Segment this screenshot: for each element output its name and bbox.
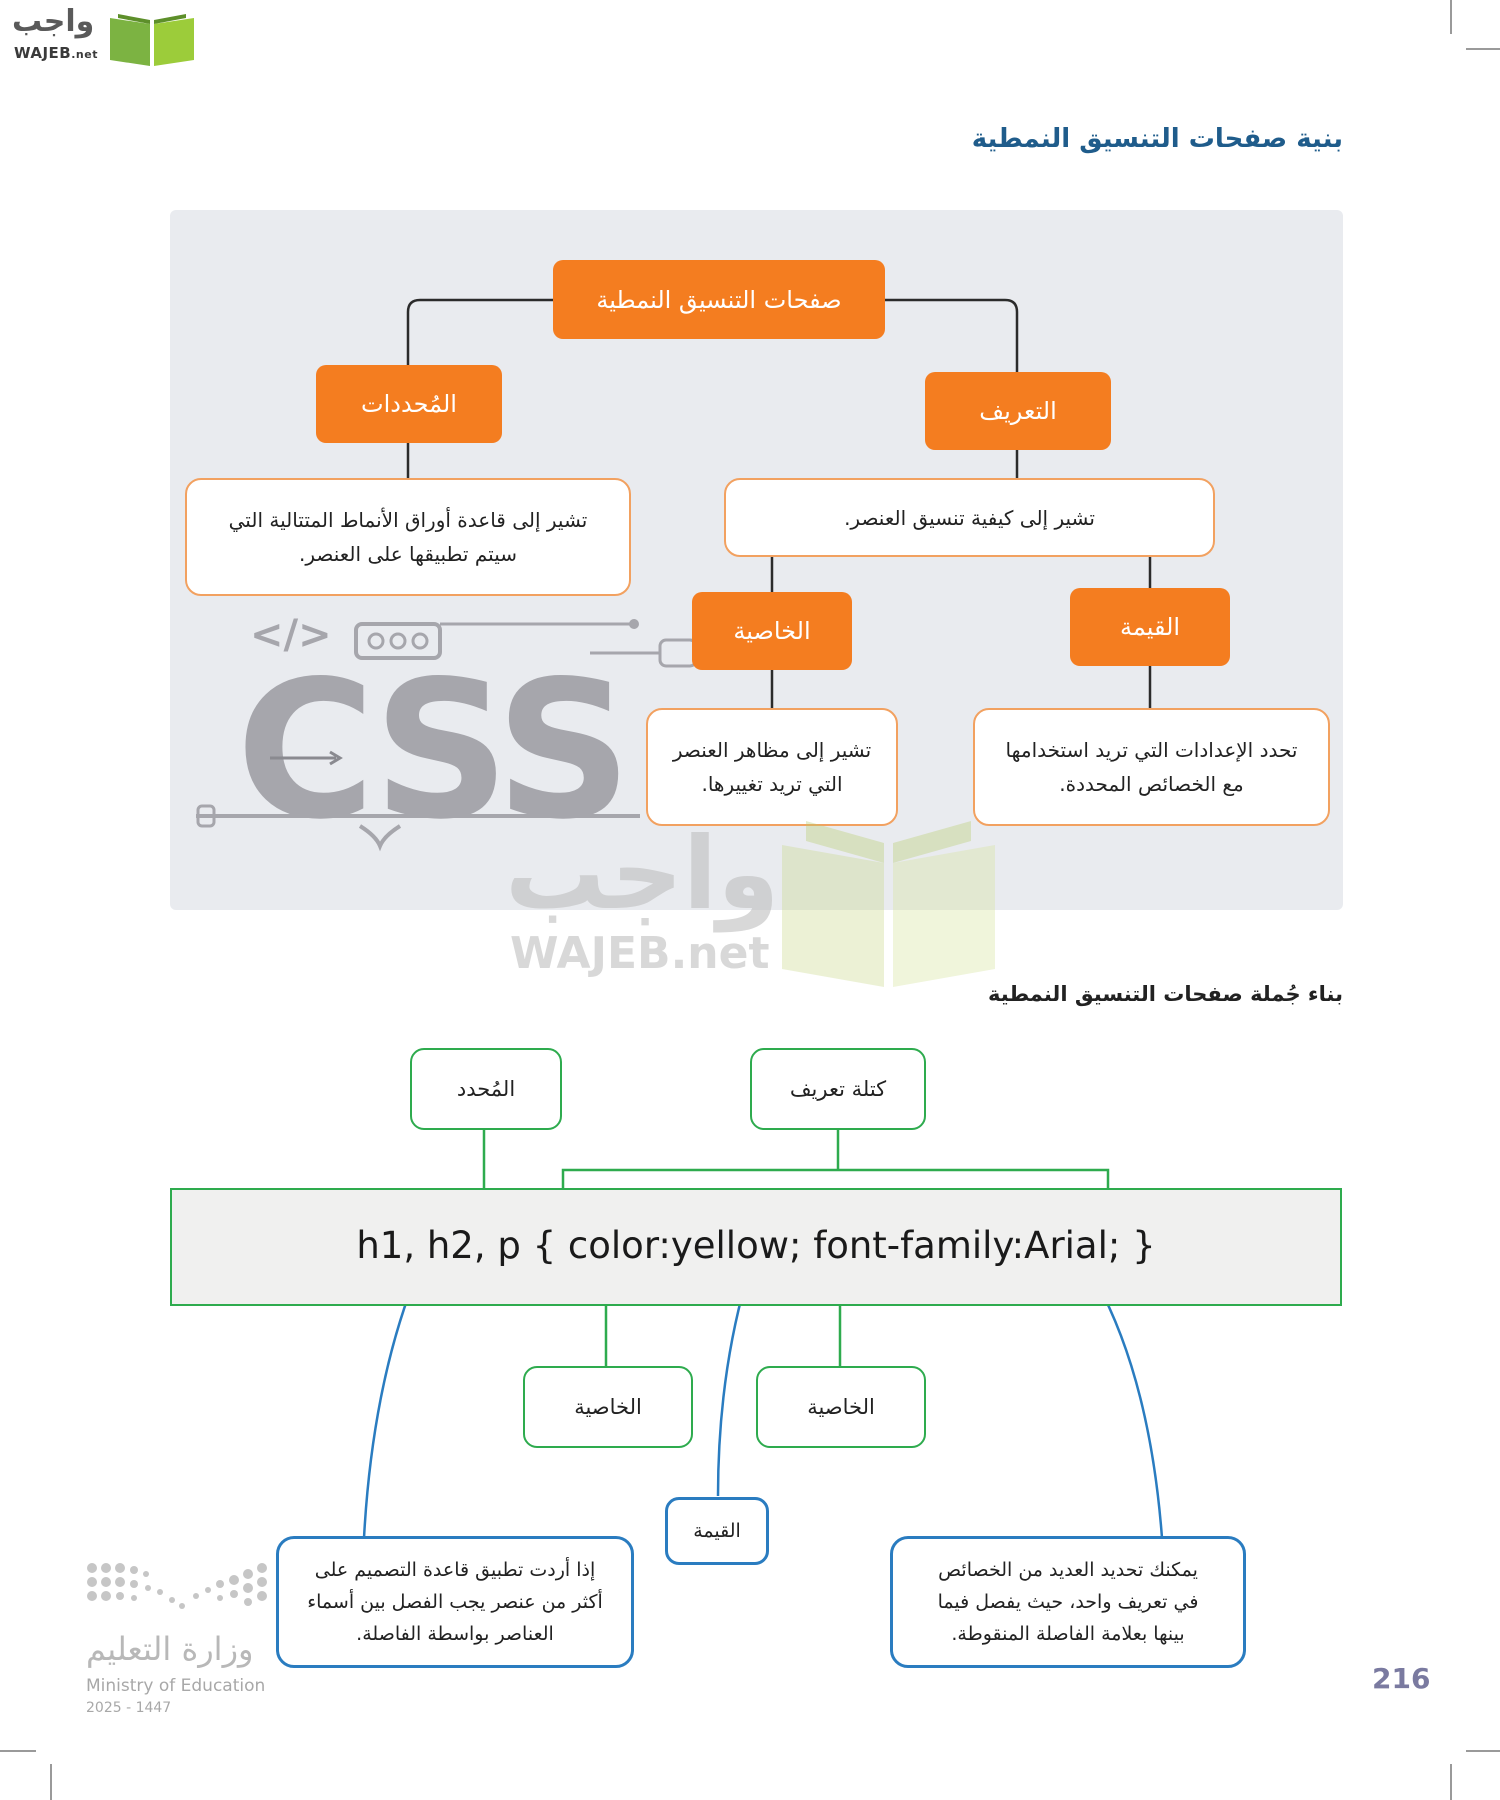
property-label: الخاصية xyxy=(574,1395,642,1419)
value-node-label: القيمة xyxy=(1119,613,1181,641)
property-node: الخاصية xyxy=(692,592,852,670)
selectors-description: تشير إلى قاعدة أوراق الأنماط المتتالية ا… xyxy=(185,478,631,596)
crop-mark xyxy=(0,1750,36,1752)
css-code-example: h1, h2, p { color:yellow; font-family:Ar… xyxy=(356,1224,1156,1267)
section-title: بنية صفحات التنسيق النمطية xyxy=(971,124,1343,154)
declaration-block-label: كتلة تعريف xyxy=(789,1077,887,1101)
ministry-english-name: Ministry of Education xyxy=(86,1676,266,1696)
selectors-desc-line: تشير إلى قاعدة أوراق الأنماط المتتالية ا… xyxy=(228,508,588,532)
definition-node-label: التعريف xyxy=(979,397,1057,425)
value-desc-line: مع الخصائص المحددة. xyxy=(1059,772,1244,796)
selectors-desc-line: سيتم تطبيقها على العنصر. xyxy=(299,542,517,566)
definition-description: تشير إلى كيفية تنسيق العنصر. xyxy=(724,478,1215,557)
selectors-node-label: المُحددات xyxy=(361,390,457,418)
semicolon-note-line: يمكنك تحديد العديد من الخصائص xyxy=(938,1559,1198,1581)
value-desc-line: تحدد الإعدادات التي تريد استخدامها xyxy=(1005,738,1298,762)
syntax-title: بناء جُملة صفحات التنسيق النمطية xyxy=(988,982,1343,1006)
property-node-label: الخاصية xyxy=(733,617,811,645)
selector-label-box: المُحدد xyxy=(410,1048,562,1130)
selector-label: المُحدد xyxy=(456,1077,516,1101)
ministry-year: 2025 - 1447 xyxy=(86,1700,172,1716)
crop-mark xyxy=(50,1764,52,1800)
property-label: الخاصية xyxy=(807,1395,875,1419)
definition-node: التعريف xyxy=(925,372,1111,450)
semicolon-note-line: في تعريف واحد، حيث يفصل فيما xyxy=(937,1591,1199,1613)
value-node: القيمة xyxy=(1070,588,1230,666)
crop-mark xyxy=(1466,1750,1500,1752)
watermark-book-icon xyxy=(782,821,995,987)
value-description: تحدد الإعدادات التي تريد استخدامها مع الخ… xyxy=(973,708,1330,826)
crop-mark xyxy=(1450,0,1452,34)
property-desc-line: تشير إلى مظاهر العنصر xyxy=(672,738,872,762)
brand-logo[interactable]: واجب WAJEB.net xyxy=(10,4,200,68)
property-label-box: الخاصية xyxy=(756,1366,926,1448)
ministry-dots-icon xyxy=(87,1563,267,1609)
value-label-box: القيمة xyxy=(665,1497,769,1565)
book-icon xyxy=(110,14,194,66)
semicolon-note-line: بينها بعلامة الفاصلة المنقوطة. xyxy=(951,1623,1185,1645)
page-number: 216 xyxy=(1372,1662,1431,1695)
brand-latin: WAJEB.net xyxy=(14,44,98,62)
property-desc-line: التي تريد تغييرها. xyxy=(701,772,843,796)
css-art-text: CSS xyxy=(236,640,632,861)
watermark-latin: WAJEB.net xyxy=(510,928,770,979)
declaration-block-label-box: كتلة تعريف xyxy=(750,1048,926,1130)
code-box xyxy=(170,1188,1342,1306)
comma-note-line: إذا أردت تطبيق قاعدة التصميم على xyxy=(314,1559,596,1581)
root-node-label: صفحات التنسيق النمطية xyxy=(596,285,842,314)
crop-mark xyxy=(1450,1764,1452,1800)
definition-desc-text: تشير إلى كيفية تنسيق العنصر. xyxy=(844,505,1095,530)
property-label-box: الخاصية xyxy=(523,1366,693,1448)
crop-mark xyxy=(1466,48,1500,50)
property-description: تشير إلى مظاهر العنصر التي تريد تغييرها. xyxy=(646,708,898,826)
code-tag-icon: </> xyxy=(250,612,332,658)
comma-note-line: أكثر من عنصر يجب الفصل بين أسماء xyxy=(307,1591,603,1613)
semicolon-note: يمكنك تحديد العديد من الخصائص في تعريف و… xyxy=(890,1536,1246,1668)
root-node: صفحات التنسيق النمطية xyxy=(553,260,885,339)
value-label: القيمة xyxy=(693,1520,741,1542)
selectors-node: المُحددات xyxy=(316,365,502,443)
comma-note: إذا أردت تطبيق قاعدة التصميم على أكثر من… xyxy=(276,1536,634,1668)
watermark-arabic: واجب xyxy=(505,815,780,932)
ministry-arabic-name: وزارة التعليم xyxy=(86,1630,254,1668)
comma-note-line: العناصر بواسطة الفاصلة. xyxy=(356,1623,554,1645)
brand-arabic: واجب xyxy=(12,4,95,39)
